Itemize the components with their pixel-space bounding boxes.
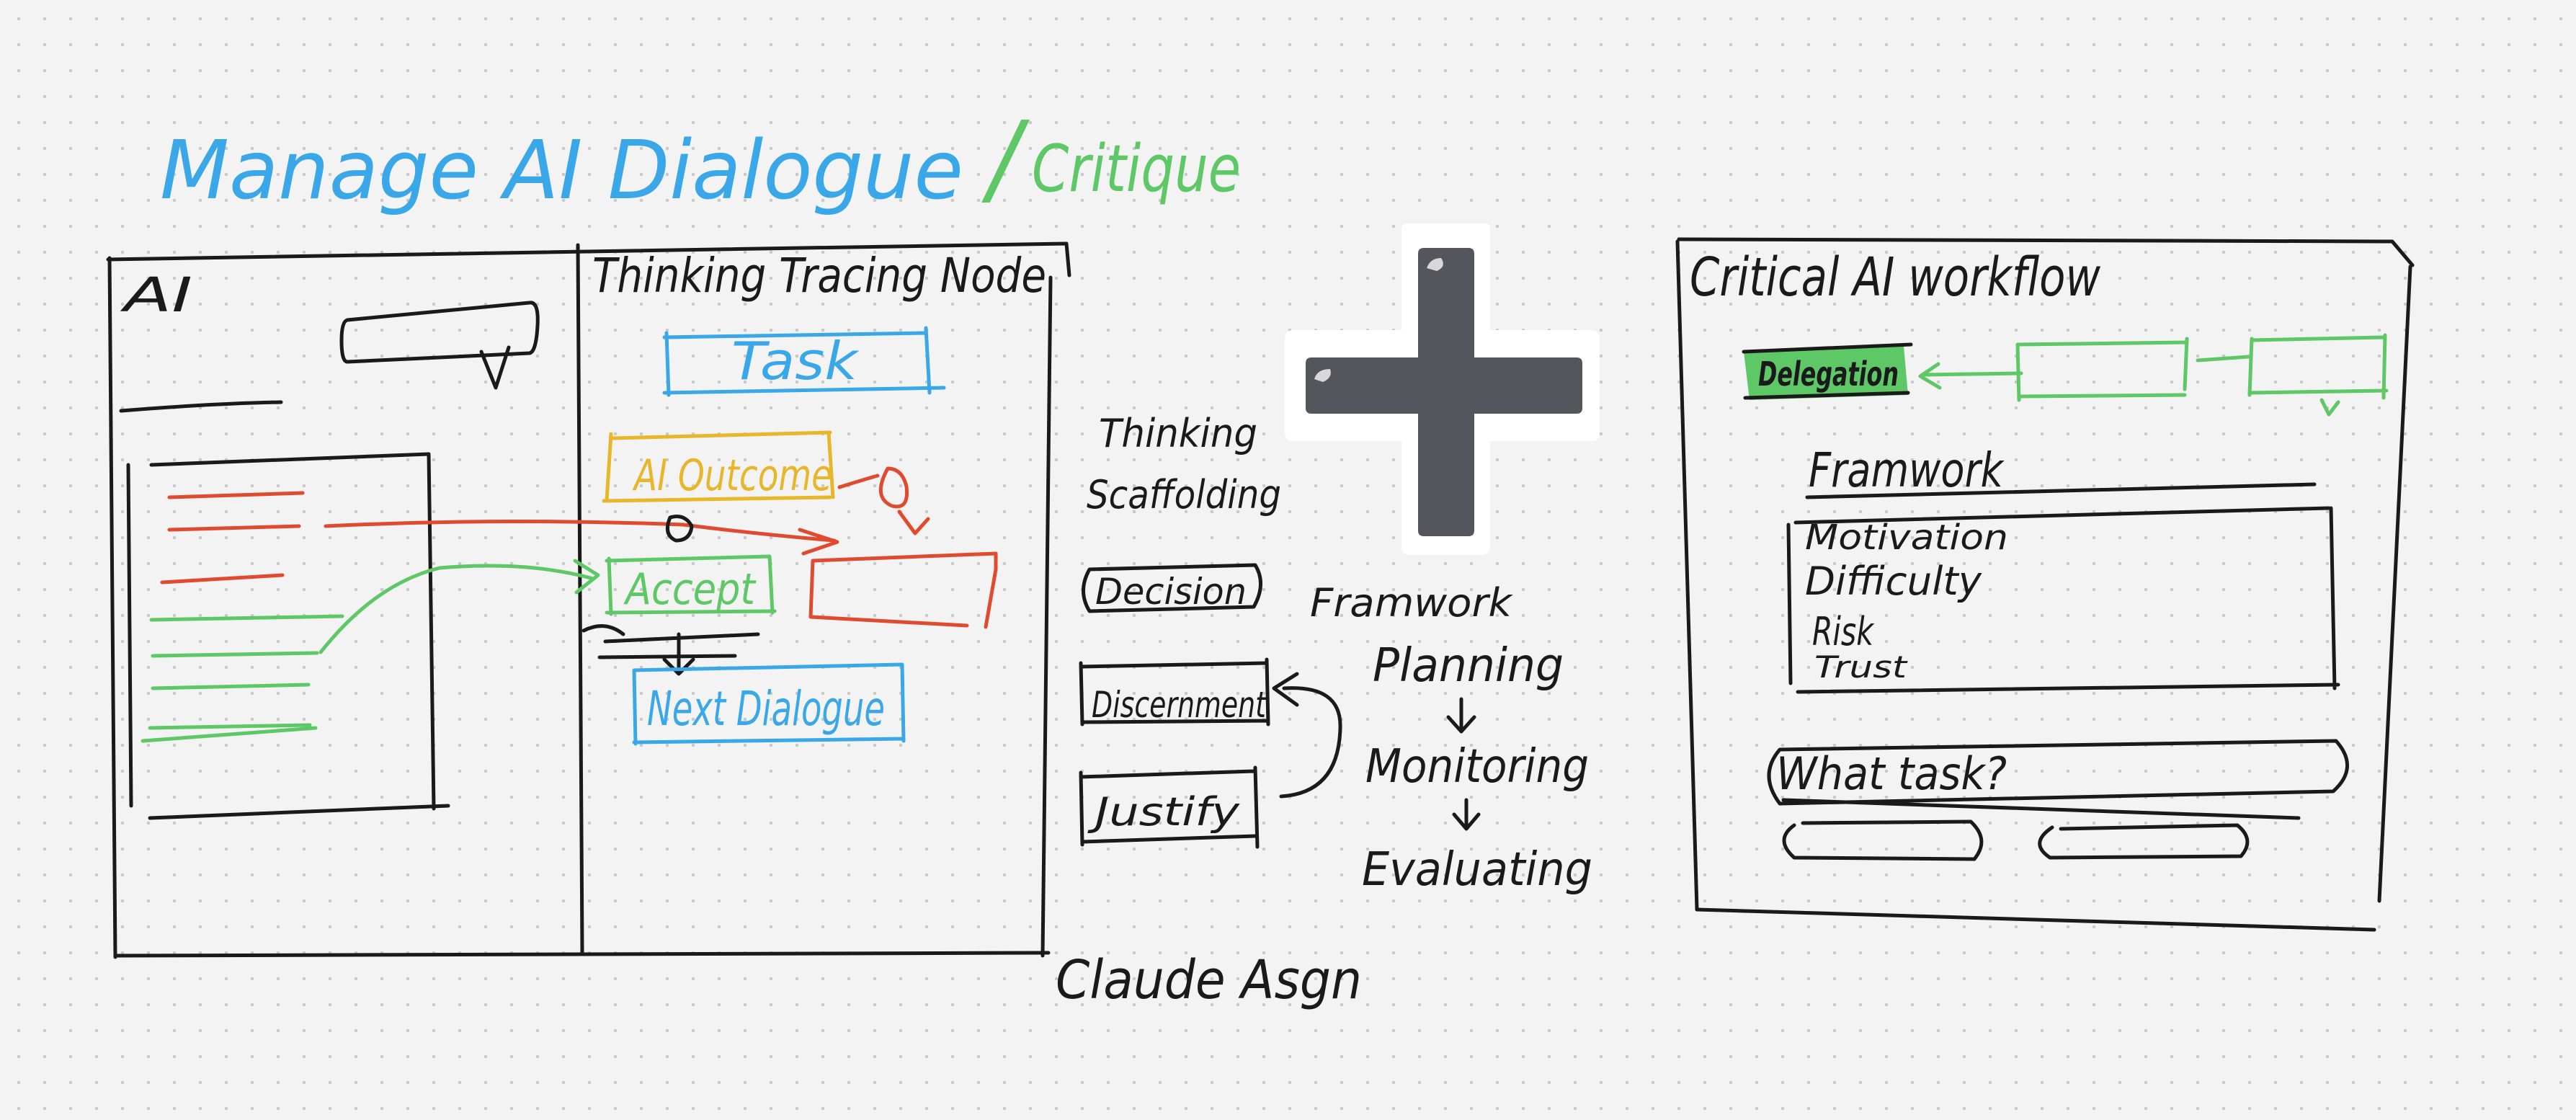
claude-asgn-label: Claude Asgn xyxy=(1056,949,1362,1011)
green-arrowhead xyxy=(573,559,600,595)
task-label: Task xyxy=(731,331,860,391)
delegation-chip-border xyxy=(1742,342,1913,400)
task-question-input[interactable] xyxy=(1767,739,2349,806)
option-button-2[interactable] xyxy=(2038,823,2250,860)
framework-box xyxy=(1786,506,2340,694)
green-flow-arrow xyxy=(1918,362,2023,390)
ai-outcome-node[interactable] xyxy=(602,430,835,503)
workflow-connector xyxy=(2196,355,2250,363)
next-dialogue-node[interactable] xyxy=(632,662,906,746)
task-node[interactable] xyxy=(662,326,946,397)
scaffold-mark xyxy=(581,624,760,676)
question-underline xyxy=(1781,798,2301,820)
delegation-chip[interactable] xyxy=(1744,346,1908,400)
step-arrow-1 xyxy=(1446,697,1476,734)
title-sub: Critique xyxy=(1032,131,1241,207)
delegation-label: Delegation xyxy=(1758,355,1899,394)
framework-underline xyxy=(1805,482,2317,499)
scaffolding-line-1: Thinking xyxy=(1099,411,1257,456)
middle-column: Thinking Scaffolding Decision Discernmen… xyxy=(1056,223,1600,1011)
right-frame-top xyxy=(1677,237,2415,267)
red-connector xyxy=(324,519,837,543)
discernment-node[interactable] xyxy=(1079,657,1270,726)
step-arrow-2 xyxy=(1452,798,1481,831)
chat-line-green-3 xyxy=(151,683,311,690)
chat-line-green-5 xyxy=(141,726,318,743)
option-button-1[interactable] xyxy=(1782,819,1984,861)
justify-node[interactable] xyxy=(1079,765,1260,849)
left-frame-top xyxy=(106,241,1071,277)
left-wireframe: AI Thinking Tracing Node Task AI Outcome… xyxy=(106,241,1071,959)
justify-label: Justify xyxy=(1087,789,1240,835)
model-dropdown[interactable] xyxy=(339,301,540,364)
framework-step-evaluating: Evaluating xyxy=(1362,843,1592,897)
panel-separator xyxy=(119,400,283,413)
chat-line-red-2 xyxy=(167,524,301,532)
ai-outcome-label: AI Outcome xyxy=(632,450,832,501)
chat-panel-bottom xyxy=(148,804,450,820)
framework-item-difficulty: Difficulty xyxy=(1805,559,1982,604)
right-framework-label: Framwork xyxy=(1809,443,2005,498)
accept-node[interactable] xyxy=(605,554,777,616)
chat-line-green-2 xyxy=(151,651,319,658)
lightbulb-icon xyxy=(837,466,930,535)
chat-line-green-1 xyxy=(149,614,344,622)
loop-arrow xyxy=(1272,672,1342,799)
task-question-label: What task? xyxy=(1776,747,2007,800)
accept-label: Accept xyxy=(623,564,757,615)
chat-panel-left xyxy=(126,463,133,808)
scaffolding-line-2: Scaffolding xyxy=(1087,472,1281,517)
ai-panel-label: AI xyxy=(120,267,192,323)
chat-line-red-3 xyxy=(160,573,285,585)
tracing-title: Thinking Tracing Node xyxy=(592,248,1046,303)
plus-icon xyxy=(1285,223,1600,555)
chat-line-green-4 xyxy=(148,723,312,730)
framework-step-monitoring: Monitoring xyxy=(1365,740,1589,794)
alternative-node[interactable] xyxy=(808,551,998,629)
chat-line-red-1 xyxy=(167,491,305,499)
right-frame-bottom xyxy=(1695,907,2376,932)
workflow-title: Critical AI workflow xyxy=(1690,246,2100,308)
right-frame-right xyxy=(2377,265,2412,903)
workflow-step-2[interactable] xyxy=(2015,337,2189,402)
workflow-step-3[interactable] xyxy=(2247,333,2389,417)
decision-node[interactable] xyxy=(1082,563,1263,613)
chat-panel-right xyxy=(149,452,436,811)
left-frame-divider xyxy=(576,243,584,955)
left-frame-left xyxy=(107,256,117,959)
right-wireframe: Critical AI workflow Delegation Framwork… xyxy=(1675,237,2415,932)
title-group: Manage AI Dialogue / Critique xyxy=(160,100,1241,218)
red-arrowhead xyxy=(798,528,839,556)
decision-label: Decision xyxy=(1095,571,1247,613)
green-connector xyxy=(318,564,593,654)
framework-item-motivation: Motivation xyxy=(1805,517,2008,558)
next-dialogue-label: Next Dialogue xyxy=(647,681,885,737)
right-frame-left xyxy=(1675,239,1699,912)
title-main: Manage AI Dialogue xyxy=(160,124,963,218)
branch-node xyxy=(665,515,694,543)
discernment-label: Discernment xyxy=(1092,684,1267,726)
title-separator: / xyxy=(981,100,1030,218)
framework-label: Framwork xyxy=(1310,580,1514,626)
left-frame-right xyxy=(1040,275,1053,958)
framework-item-trust: Trust xyxy=(1814,649,1908,685)
framework-item-risk: Risk xyxy=(1812,609,1875,654)
dropdown-arrow-icon[interactable] xyxy=(479,345,511,390)
framework-step-planning: Planning xyxy=(1373,639,1564,693)
